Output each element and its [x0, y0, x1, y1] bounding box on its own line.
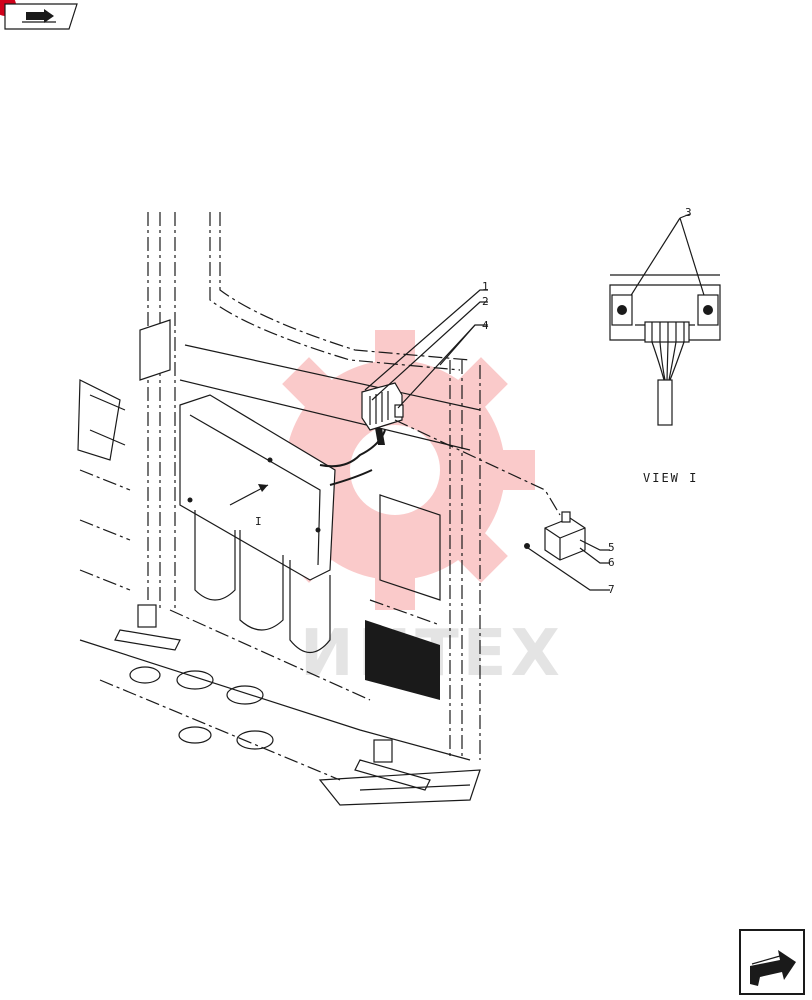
- view-label: VIEW I: [643, 471, 698, 485]
- next-page-arrow-icon[interactable]: [739, 929, 805, 995]
- book-arrow-icon[interactable]: [0, 0, 78, 30]
- callout-5: 5: [608, 541, 615, 554]
- detail-marker-label: I: [255, 515, 262, 528]
- relay-connector-assembly: [361, 382, 404, 445]
- callout-4: 4: [482, 319, 489, 332]
- callout-group-main: 1 2 4 5 6 7: [364, 280, 615, 596]
- callout-6: 6: [608, 556, 615, 569]
- cab-frame-drawing: I: [77, 212, 481, 806]
- callout-3: 3: [685, 206, 692, 219]
- callout-1: 1: [482, 280, 489, 293]
- view-i-detail: 3: [609, 206, 721, 426]
- relay-module: [524, 511, 586, 561]
- callout-7: 7: [608, 583, 615, 596]
- assembly-path-line: [394, 419, 561, 516]
- callout-2: 2: [482, 295, 489, 308]
